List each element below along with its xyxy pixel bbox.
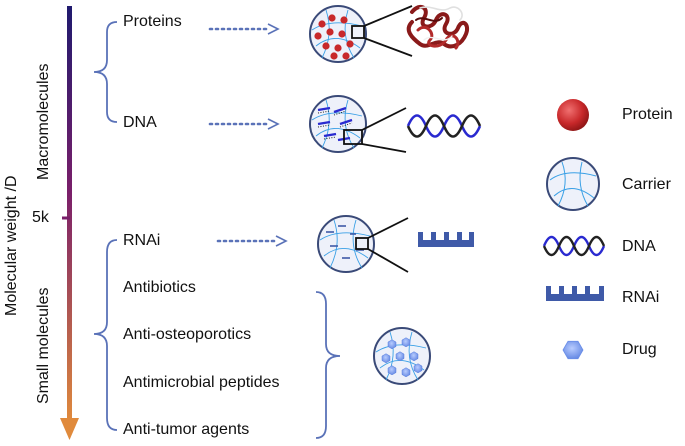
legend-dna-icon <box>542 235 606 257</box>
group-label-small-molecules: Small molecules <box>35 287 52 404</box>
group-label-macromolecules: Macromolecules <box>35 63 52 180</box>
legend-label-carrier: Carrier <box>622 176 671 193</box>
rnai-comb-icon <box>418 232 474 247</box>
molecular-weight-axis <box>60 6 79 440</box>
legend-drug-icon <box>562 340 584 360</box>
carrier-with-dna <box>309 95 407 153</box>
legend-label-drug: Drug <box>622 341 657 358</box>
item-antimicrobial-peptides: Antimicrobial peptides <box>123 374 280 391</box>
legend-protein-icon <box>557 99 589 131</box>
item-anti-tumor-agents: Anti-tumor agents <box>123 421 250 438</box>
carrier-with-proteins <box>309 5 413 63</box>
axis-marker-5k: 5k <box>32 209 49 226</box>
protein-structure-icon <box>406 4 469 50</box>
legend-label-dna: DNA <box>622 238 656 255</box>
small-molecules-bracket <box>93 239 118 431</box>
axis-label: Molecular weight /D <box>3 175 20 317</box>
item-dna: DNA <box>123 114 157 131</box>
item-proteins: Proteins <box>123 13 182 30</box>
macromolecules-bracket <box>93 21 118 123</box>
arrow-proteins <box>208 23 280 35</box>
item-antibiotics: Antibiotics <box>123 279 196 296</box>
arrow-dna <box>208 118 280 130</box>
item-rnai: RNAi <box>123 232 161 249</box>
legend-label-rnai: RNAi <box>622 289 660 306</box>
legend <box>542 99 606 360</box>
carrier-with-drugs <box>373 327 431 385</box>
legend-rnai-icon <box>546 286 604 301</box>
carrier-with-rnai <box>317 215 409 273</box>
dna-helix-icon <box>406 114 482 138</box>
legend-label-protein: Protein <box>622 106 673 123</box>
legend-carrier-icon <box>546 157 600 211</box>
arrow-rnai <box>216 235 288 247</box>
item-anti-osteoporotics: Anti-osteoporotics <box>123 326 252 343</box>
drugs-bracket <box>315 291 341 439</box>
